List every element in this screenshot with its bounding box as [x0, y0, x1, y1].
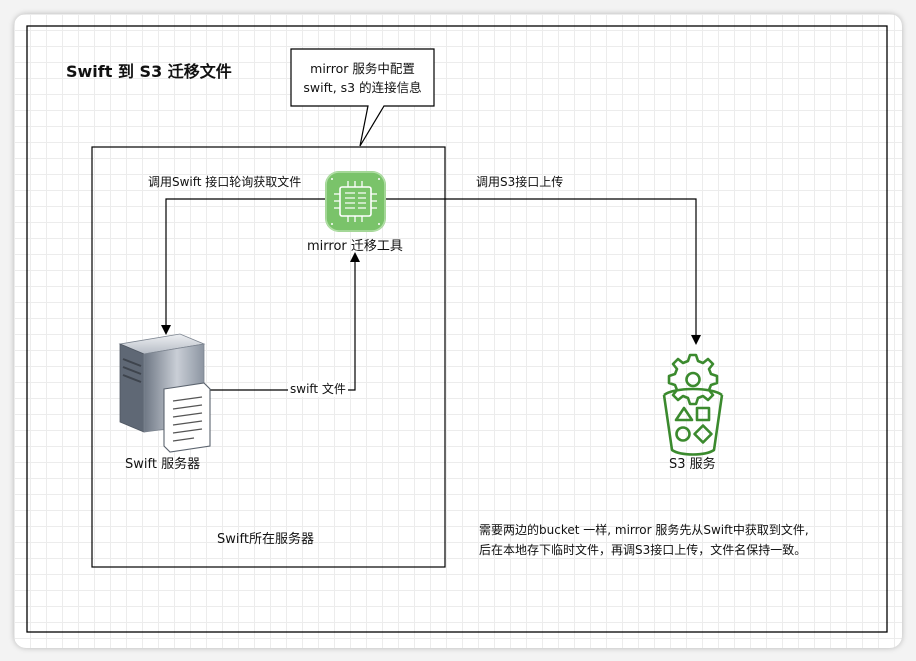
- s3-bucket-icon: [662, 353, 724, 456]
- microchip-icon: [325, 171, 386, 232]
- mirror-node-label: mirror 迁移工具: [307, 239, 403, 254]
- config-callout-text: mirror 服务中配置 swift, s3 的连接信息: [291, 59, 434, 97]
- config-callout-line2: swift, s3 的连接信息: [303, 80, 422, 95]
- outer-frame: [26, 25, 888, 633]
- diagram-title: Swift 到 S3 迁移文件: [66, 62, 232, 81]
- edge-swift-file: [209, 252, 360, 391]
- edge-label-swift-file: swift 文件: [288, 381, 348, 398]
- explanation-note-line2: 后在本地存下临时文件，再调S3接口上传，文件名保持一致。: [479, 543, 807, 557]
- explanation-note-line1: 需要两边的bucket 一样, mirror 服务先从Swift中获取到文件,: [479, 523, 809, 537]
- server-icon: [118, 333, 211, 453]
- s3-node-label: S3 服务: [669, 457, 716, 472]
- swift-server-container: [91, 146, 446, 568]
- diagram-svg: [26, 25, 888, 633]
- config-callout-line1: mirror 服务中配置: [310, 61, 415, 76]
- diagram-canvas: Swift 到 S3 迁移文件 mirror 服务中配置 swift, s3 的…: [14, 14, 902, 648]
- swift-container-label: Swift所在服务器: [217, 532, 314, 547]
- edge-upload-s3: [386, 198, 701, 345]
- config-callout-box: [290, 48, 435, 147]
- edge-label-poll: 调用Swift 接口轮询获取文件: [148, 175, 302, 189]
- swift-server-label: Swift 服务器: [125, 457, 201, 472]
- edge-label-upload: 调用S3接口上传: [476, 175, 564, 189]
- explanation-note: 需要两边的bucket 一样, mirror 服务先从Swift中获取到文件, …: [479, 520, 809, 560]
- edge-poll-swift: [161, 198, 325, 335]
